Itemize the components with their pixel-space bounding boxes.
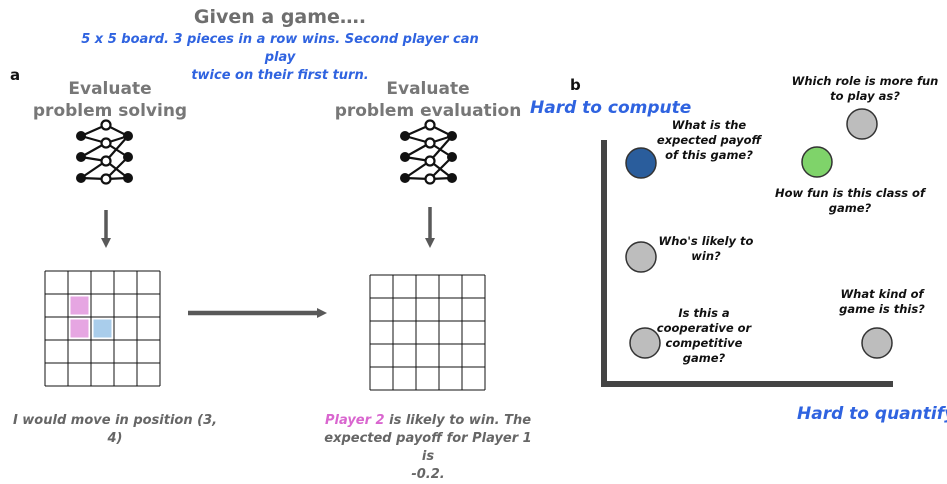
question-label-coop: Is this a cooperative or competitive gam… — [654, 306, 754, 366]
game-board-right — [369, 274, 486, 391]
question-label-role: Which role is more fun to play as? — [790, 74, 940, 104]
caption-player-highlight: Player 2 — [324, 413, 385, 428]
q-win-line1: Who's likely to — [658, 234, 754, 248]
panel-b-label: b — [570, 76, 581, 94]
header-title: Given a game…. — [193, 6, 367, 28]
q-role-line1: Which role is more fun — [791, 74, 939, 88]
y-axis-label: Hard to compute — [530, 98, 692, 118]
caption-problem-evaluation: Player 2 is likely to win. The expected … — [318, 412, 538, 484]
question-circle-payoff — [625, 147, 657, 179]
eval-evaluation-line1: Evaluate — [386, 79, 470, 99]
subtitle-rules: 3 pieces in a row wins. Second player ca… — [173, 32, 479, 65]
question-circle-role — [846, 108, 878, 140]
caption-eval-line3: -0.2. — [411, 467, 445, 482]
question-label-fun: How fun is this class of game? — [770, 186, 930, 216]
q-payoff-line3: of this game? — [665, 148, 753, 162]
q-fun-line1: How fun is this class of — [775, 186, 925, 200]
caption-problem-solving: I would move in position (3, 4) — [12, 413, 218, 446]
q-coop-line4: game? — [682, 351, 726, 365]
header-subtitle: 5 x 5 board. 3 pieces in a row wins. Sec… — [70, 31, 490, 85]
eval-evaluation-line2: problem evaluation — [334, 101, 522, 121]
question-circle-win — [625, 241, 657, 273]
q-payoff-line2: expected payoff — [656, 133, 762, 147]
subtitle-board-size: 5 x 5 board. — [81, 32, 174, 47]
question-label-win: Who's likely to win? — [656, 234, 756, 264]
subtitle-line2: twice on their first turn. — [191, 68, 369, 83]
neural-network-icon — [76, 119, 133, 185]
eval-solving-line2: problem solving — [32, 101, 188, 121]
q-role-line2: to play as? — [830, 89, 900, 103]
q-kind-line1: What kind of — [840, 287, 924, 301]
left-board-highlight-cell — [70, 296, 89, 315]
q-kind-line2: game is this? — [839, 302, 925, 316]
neural-network-icon — [400, 119, 457, 185]
question-circle-kind — [861, 327, 893, 359]
question-label-kind: What kind of game is this? — [832, 287, 932, 317]
q-fun-line2: game? — [828, 201, 872, 215]
q-win-line2: win? — [691, 249, 721, 263]
question-circle-fun — [801, 146, 833, 178]
left-board-highlight-cell — [70, 319, 89, 338]
q-coop-line3: competitive — [665, 336, 743, 350]
q-coop-line2: cooperative or — [656, 321, 752, 335]
question-label-payoff: What is the expected payoff of this game… — [656, 118, 762, 163]
caption-eval-rest: is likely to win. The — [384, 413, 532, 428]
q-coop-line1: Is this a — [678, 306, 730, 320]
panel-a-label: a — [10, 66, 21, 84]
caption-eval-line2: expected payoff for Player 1 is — [324, 431, 532, 464]
game-board-left — [44, 270, 161, 387]
x-axis-label: Hard to quantify — [797, 404, 947, 424]
left-board-highlight-cell — [93, 319, 112, 338]
eval-problem-solving-label: Evaluate problem solving — [20, 78, 200, 122]
eval-solving-line1: Evaluate — [68, 79, 152, 99]
eval-problem-evaluation-label: Evaluate problem evaluation — [333, 78, 523, 122]
q-payoff-line1: What is the — [671, 118, 747, 132]
question-circle-coop — [629, 327, 661, 359]
